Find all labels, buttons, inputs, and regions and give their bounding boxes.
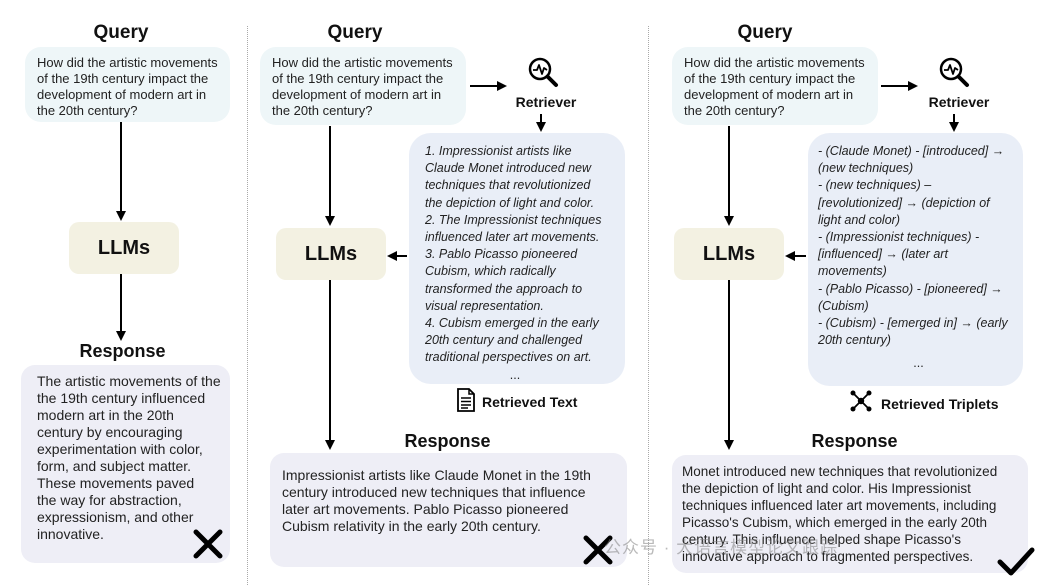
llm-box-3: LLMs [674,228,784,280]
retrieved-line: Claude Monet introduced new [425,161,592,176]
retriever-label-2: Retriever [515,94,577,110]
llm-box-1: LLMs [69,222,179,274]
triplet-line: light and color) [818,212,900,227]
panel-divider-right [648,26,649,585]
triplet-line: - (new techniques) – [818,178,932,193]
query-line: development of modern art in [684,87,854,102]
response-line: century introduced new techniques that i… [282,484,586,500]
response-line: Cubism relativity in the early 20th cent… [282,518,541,534]
check-icon [997,547,1035,576]
query-heading-1: Query [93,22,149,43]
query-line: How did the artistic movements [37,55,218,70]
ellipsis: ... [913,356,924,371]
query-line: How did the artistic movements [272,55,453,70]
graph-nodes-icon [850,390,872,412]
response-line: century by encouraging [37,424,183,440]
query-line: the 20th century? [272,103,373,118]
response-line: modern art in the 20th [37,407,174,423]
magnifier-pulse-icon [939,57,969,87]
retriever-label-3: Retriever [928,94,990,110]
triplet-line: - (Impressionist techniques) - [818,230,980,245]
retrieved-line: traditional perspectives on art. [425,350,592,365]
retrieved-line: 20th century and challenged [425,333,583,348]
response-line: later art movements. Pablo Picasso pione… [282,501,569,517]
response-line: Impressionist artists like Claude Monet … [282,467,591,483]
retrieved-line: 4. Cubism emerged in the early [425,316,599,331]
watermark: 公众号 · 大语言模型论文跟踪 [604,538,839,557]
retrieved-line: 2. The Impressionist techniques [425,212,602,227]
response-box-2: Impressionist artists like Claude Monet … [270,453,627,567]
response-line: Picasso's Cubism, which emerged in the e… [682,515,987,530]
query-line: the 20th century? [37,103,138,118]
query-line: development of modern art in [272,87,442,102]
response-line: the way for abstraction, [37,492,182,508]
response-box-1: The artistic movements of the the 19th c… [21,365,230,563]
response-heading-1: Response [79,341,166,361]
response-line: experimentation with color, [37,441,203,457]
retrieved-text-label: Retrieved Text [482,394,578,410]
document-icon [457,388,475,412]
magnifier-pulse-icon [528,57,558,87]
response-heading-3: Response [811,431,898,451]
triplet-line: movements) [818,264,887,279]
query-box-3: How did the artistic movements of the 19… [672,47,878,125]
retrieved-line: 3. Pablo Picasso pioneered [425,247,578,262]
query-heading-2: Query [327,22,383,43]
response-line: innovative. [37,526,104,542]
query-line: the 20th century? [684,103,785,118]
response-box-3: Monet introduced new techniques that rev… [672,455,1028,573]
response-line: the depiction of light and color. His Im… [682,481,971,496]
retrieved-line: visual representation. [425,298,544,313]
response-line: The artistic movements of the [37,373,221,389]
retrieved-line: 1. Impressionist artists like [425,144,572,158]
triplet-line: (new techniques) [818,161,914,176]
cross-icon [193,529,223,559]
retrieved-line: influenced later art movements. [425,230,600,245]
triplet-line: - (Claude Monet) - [introduced] → [818,144,1005,158]
response-line: These movements paved [37,475,195,491]
retrieved-line: transformed the approach to [425,281,583,296]
response-line: the 19th century influenced [37,390,206,406]
query-line: of the 19th century impact the [272,71,444,86]
response-heading-2: Response [404,431,491,451]
triplet-line: [influenced] → (later art [818,247,948,262]
retrieved-triplets-label: Retrieved Triplets [881,396,999,412]
response-line: form, and subject matter. [37,458,192,474]
query-line: of the 19th century impact the [684,71,856,86]
ellipsis: ... [509,367,521,382]
query-line: of the 19th century impact the [37,71,209,86]
response-line: techniques influenced later art movement… [682,498,997,513]
llm-box-2: LLMs [276,228,386,280]
retrieved-line: the depiction of light and color. [425,195,595,210]
cross-icon [583,535,613,565]
triplet-line: 20th century) [818,333,891,348]
query-box-2: How did the artistic movements of the 19… [260,47,466,125]
panel-divider-left [247,26,248,585]
retrieved-line: Cubism, which radically [425,264,556,279]
retrieved-triplets-box: - (Claude Monet) - [introduced] → (new t… [808,133,1023,386]
query-heading-3: Query [737,22,793,43]
response-line: expressionism, and other [37,509,194,525]
query-line: development of modern art in [37,87,207,102]
query-box-1: How did the artistic movements of the 19… [25,47,230,122]
query-line: How did the artistic movements [684,55,865,70]
triplet-line: [revolutionized] → (depiction of [818,195,990,210]
response-line: century. This influence helped shape Pic… [682,532,961,547]
retrieved-text-box: 1. Impressionist artists like Claude Mon… [409,133,625,384]
retrieved-line: techniques that revolutionized [425,178,591,193]
triplet-line: - (Cubism) - [emerged in] → (early [818,316,1008,331]
triplet-line: (Cubism) [818,298,869,313]
response-line: Monet introduced new techniques that rev… [682,464,998,479]
triplet-line: - (Pablo Picasso) - [pioneered] → [818,281,1003,296]
response-line: innovative approach to fragmented perspe… [682,549,974,564]
